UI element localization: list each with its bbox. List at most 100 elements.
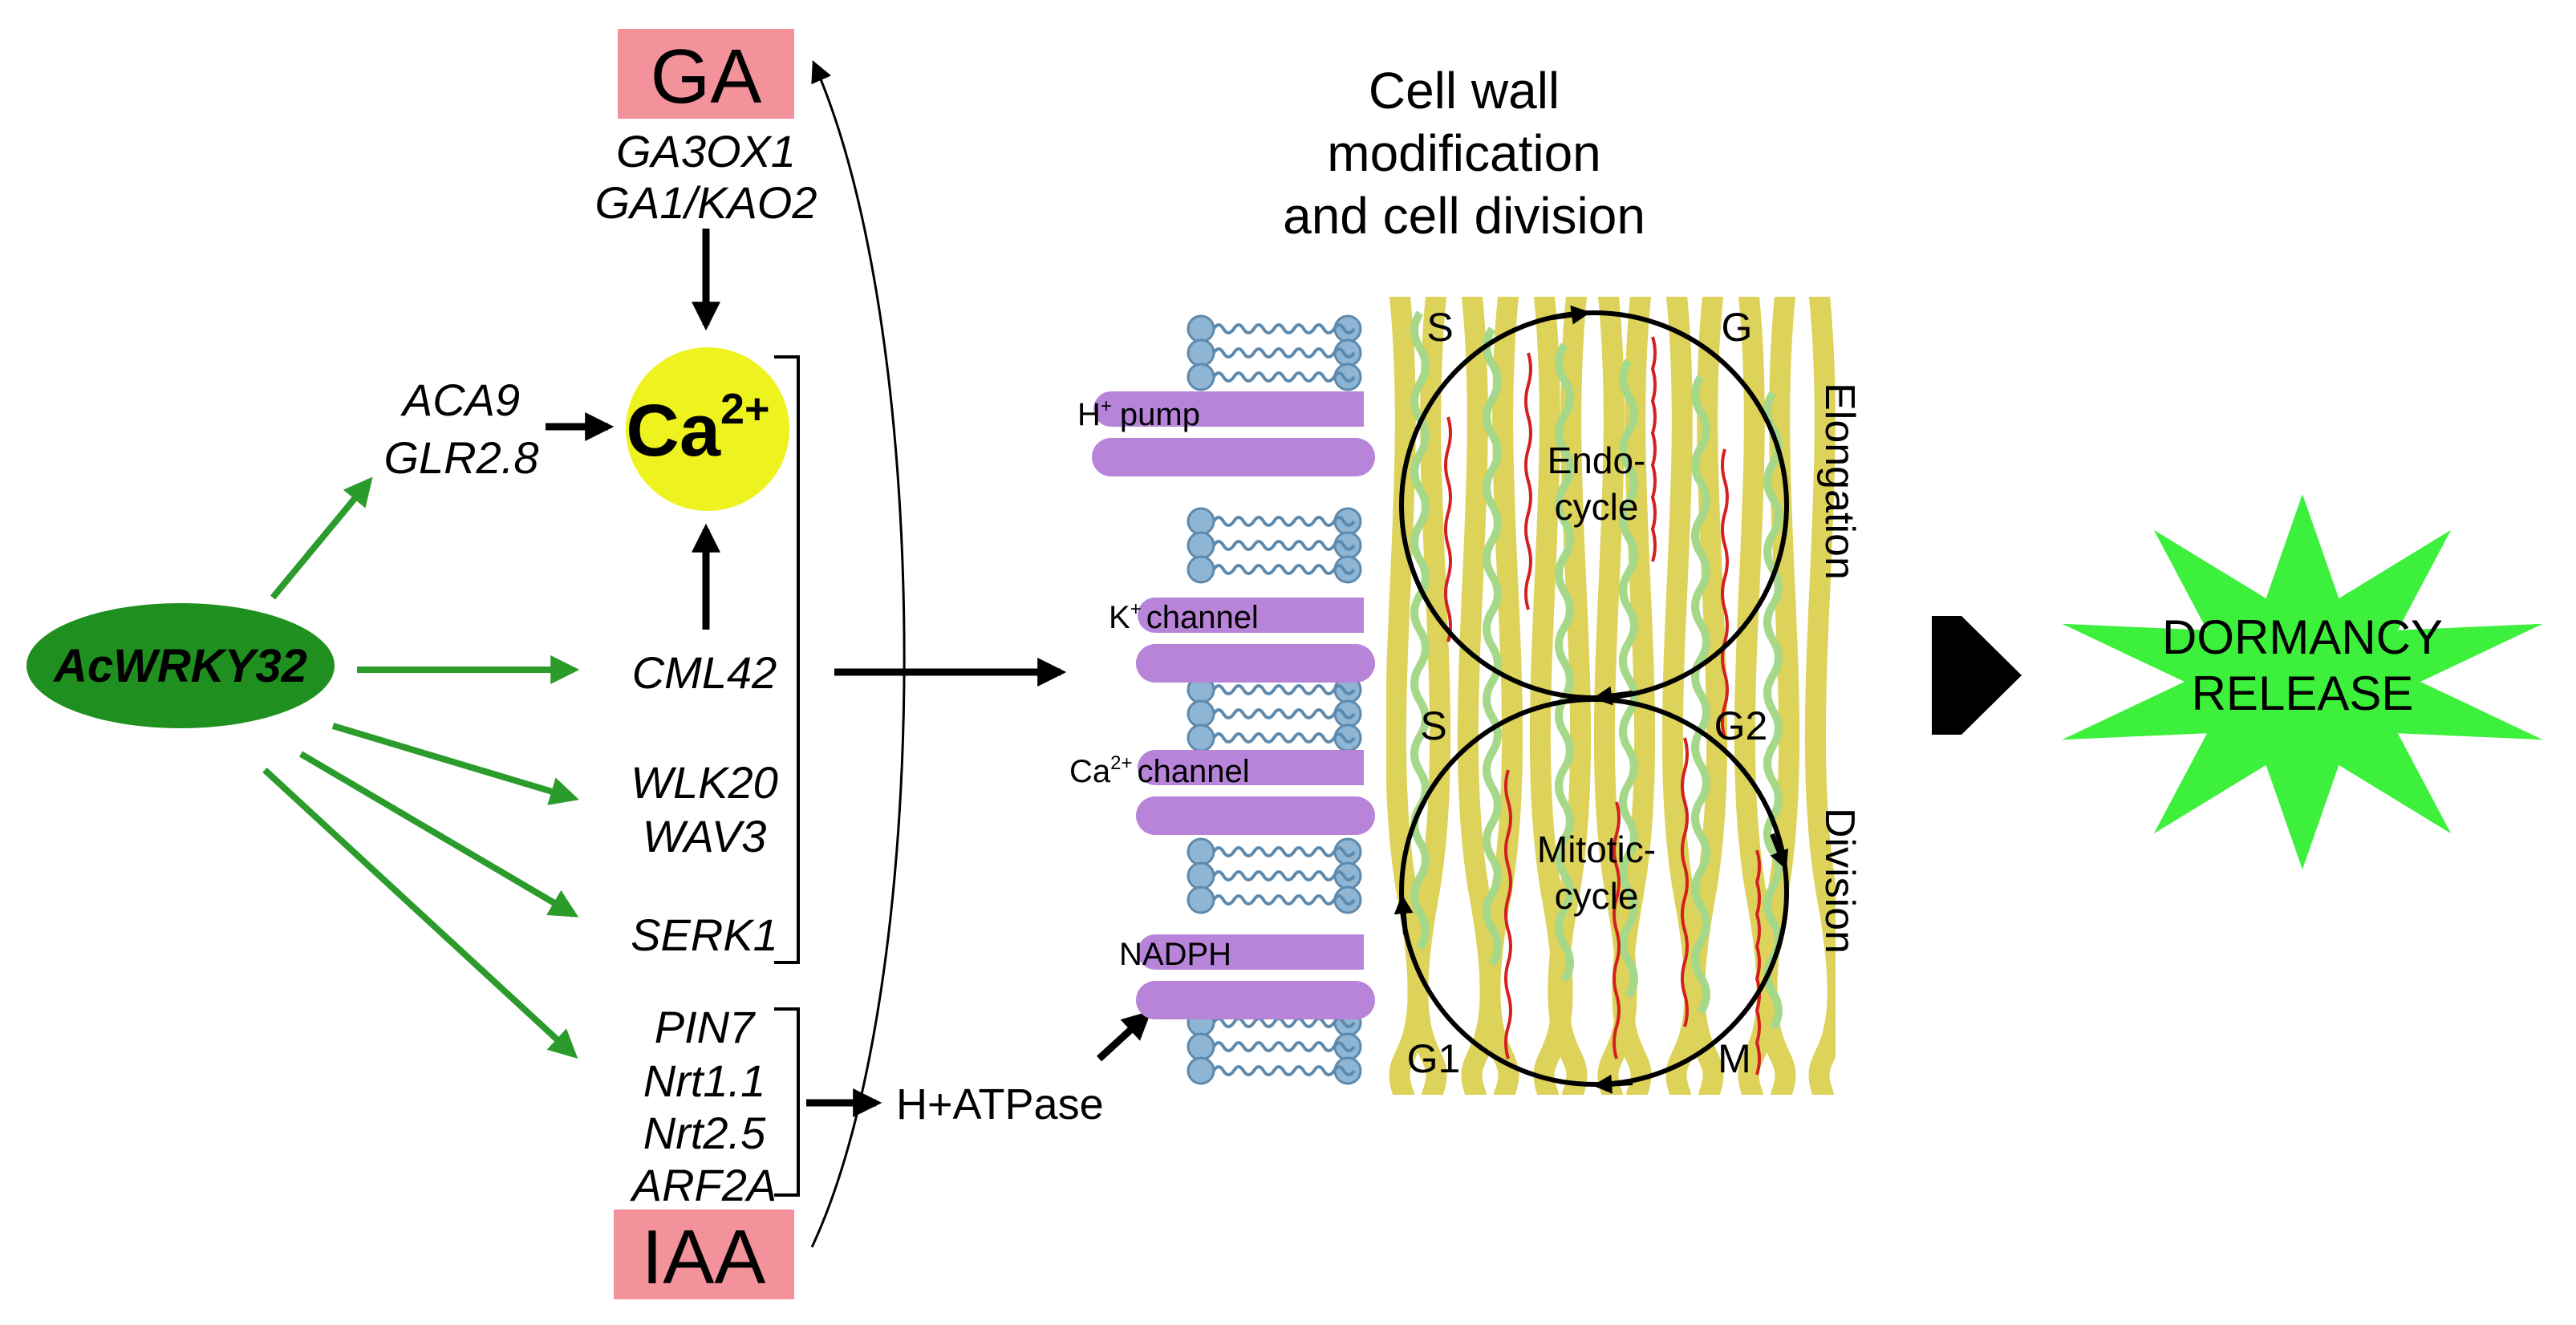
pectin-fiber: [1650, 336, 1657, 562]
lipid-head: [1187, 1032, 1215, 1061]
acwrky32-ellipse: [26, 603, 335, 728]
nadph-label: NADPH: [1119, 937, 1231, 972]
lipid-tail: [1212, 540, 1356, 551]
phase-s-top: S: [1426, 305, 1453, 350]
phase-g2: G2: [1714, 703, 1768, 748]
acwrky32-node: AcWRKY32: [26, 603, 335, 728]
lipid-head: [1187, 861, 1215, 890]
gene-arf2a: ARF2A: [630, 1160, 777, 1210]
mitotic-left-arrow: [1393, 894, 1414, 935]
ga-gene-ga3ox1: GA3OX1: [616, 126, 796, 176]
calcium-circle: [626, 347, 789, 511]
lipid-tail: [1212, 323, 1356, 334]
iaa-to-ga-curved-arrow: [810, 60, 906, 1248]
hemicellulose-fiber: [1483, 326, 1502, 966]
outcome-label-2: RELEASE: [2192, 667, 2414, 720]
lipid-head: [1333, 699, 1362, 728]
lipid-tail: [1212, 894, 1356, 906]
membrane-protein-upper: [1138, 750, 1364, 785]
hemicellulose-fiber: [1619, 359, 1638, 999]
endocycle: Endo- cycle: [1399, 305, 1789, 706]
iaa-box-bg: [614, 1210, 794, 1299]
lipid-head: [1187, 531, 1215, 560]
wrky-target-arrows: [262, 476, 580, 1059]
lipid-tail: [1212, 347, 1356, 359]
lipid-head: [1187, 699, 1215, 728]
pectin-fiber: [1613, 801, 1621, 1060]
cellulose-fiber: [1804, 297, 1836, 1095]
calcium-node: Ca2+: [626, 347, 789, 511]
acwrky32-label: AcWRKY32: [52, 640, 307, 692]
lipid-tail: [1212, 371, 1356, 383]
gene-serk1: SERK1: [631, 910, 778, 960]
cellulose-fiber: [1612, 297, 1656, 1095]
lipid-head: [1333, 861, 1362, 890]
membrane-protein-lower: [1136, 644, 1375, 683]
endocycle-label-2: cycle: [1555, 486, 1639, 528]
lipid-head: [1333, 507, 1362, 536]
lipid-head: [1187, 507, 1215, 536]
lipid-head: [1187, 837, 1215, 866]
cellulose-fiber: [1457, 297, 1501, 1095]
lipid-head: [1187, 314, 1215, 343]
lipid-tail: [1212, 1017, 1356, 1028]
membrane-protein-upper: [1138, 934, 1364, 970]
lipid-tail: [1212, 846, 1356, 857]
lipid-tail: [1212, 1041, 1356, 1052]
lipid-head: [1333, 363, 1362, 391]
phase-m: M: [1718, 1036, 1751, 1081]
gene-aca9: ACA9: [400, 375, 520, 425]
lipid-head: [1333, 531, 1362, 560]
lipid-tail: [1212, 708, 1356, 719]
lipid-tail: [1212, 684, 1356, 695]
iaa-label: IAA: [642, 1214, 766, 1300]
gene-nrt2-5: Nrt2.5: [643, 1108, 766, 1158]
wrky-to-wlk20-arrow: [331, 723, 579, 805]
lipid-head: [1333, 837, 1362, 866]
cell-wall-title-line-2: modification: [1327, 124, 1601, 182]
phase-s-middle: S: [1420, 703, 1446, 748]
pectin-fiber: [1755, 849, 1761, 1076]
outcome-label-1: DORMANCY: [2162, 610, 2443, 664]
dormancy-star-shape: [2062, 494, 2543, 869]
mitotic-right-arrow: [1770, 833, 1789, 870]
atpase-to-membrane-arrow: [1096, 1011, 1152, 1062]
ga-hormone-box: GA: [618, 29, 794, 120]
cell-wall-title-line-3: and cell division: [1283, 187, 1645, 245]
membrane-protein-lower: [1092, 438, 1375, 476]
ga-label: GA: [651, 34, 762, 120]
plasma-membrane: [1092, 314, 1375, 1085]
cellulose-fiber: [1661, 297, 1706, 1095]
endocycle-bottom-arrow: [1592, 686, 1633, 706]
calcium-label: Ca2+: [626, 385, 769, 472]
lipid-head: [1333, 723, 1362, 752]
mitotic-bottom-arrow: [1592, 1074, 1633, 1094]
atpase-label: H+ATPase: [896, 1080, 1104, 1128]
iaa-hormone-box: IAA: [614, 1210, 794, 1300]
gene-nrt1-1: Nrt1.1: [643, 1056, 766, 1106]
lipid-tail: [1212, 732, 1356, 744]
cell-wall-title-line-1: Cell wall: [1369, 62, 1560, 120]
lipid-head: [1187, 363, 1215, 391]
phase-g-top: G: [1722, 305, 1753, 350]
ga-gene-ga1-kao2: GA1/KAO2: [594, 177, 817, 228]
cellulose-fiber: [1593, 297, 1637, 1095]
lipid-head: [1333, 1056, 1362, 1085]
membrane-protein-lower: [1136, 981, 1375, 1019]
lipid-head: [1187, 723, 1215, 752]
lipid-head: [1187, 555, 1215, 584]
pectin-fiber: [1681, 737, 1689, 1027]
h-pump-label: H+pump: [1077, 395, 1200, 432]
cellulose-fiber: [1407, 297, 1451, 1095]
lipid-head: [1333, 1032, 1362, 1061]
hemicellulose-fiber: [1763, 391, 1783, 1031]
calcium-genes-bracket: [774, 355, 800, 964]
mitotic-cycle: Mitotic- cycle: [1393, 697, 1789, 1094]
lipid-tail: [1212, 870, 1356, 881]
mitotic-cycle-label-1: Mitotic-: [1537, 829, 1656, 870]
pectin-fiber: [1524, 352, 1532, 610]
dormancy-release-star: DORMANCY RELEASE: [2062, 494, 2543, 869]
division-label: Division: [1816, 808, 1863, 954]
lipid-tail: [1212, 516, 1356, 527]
